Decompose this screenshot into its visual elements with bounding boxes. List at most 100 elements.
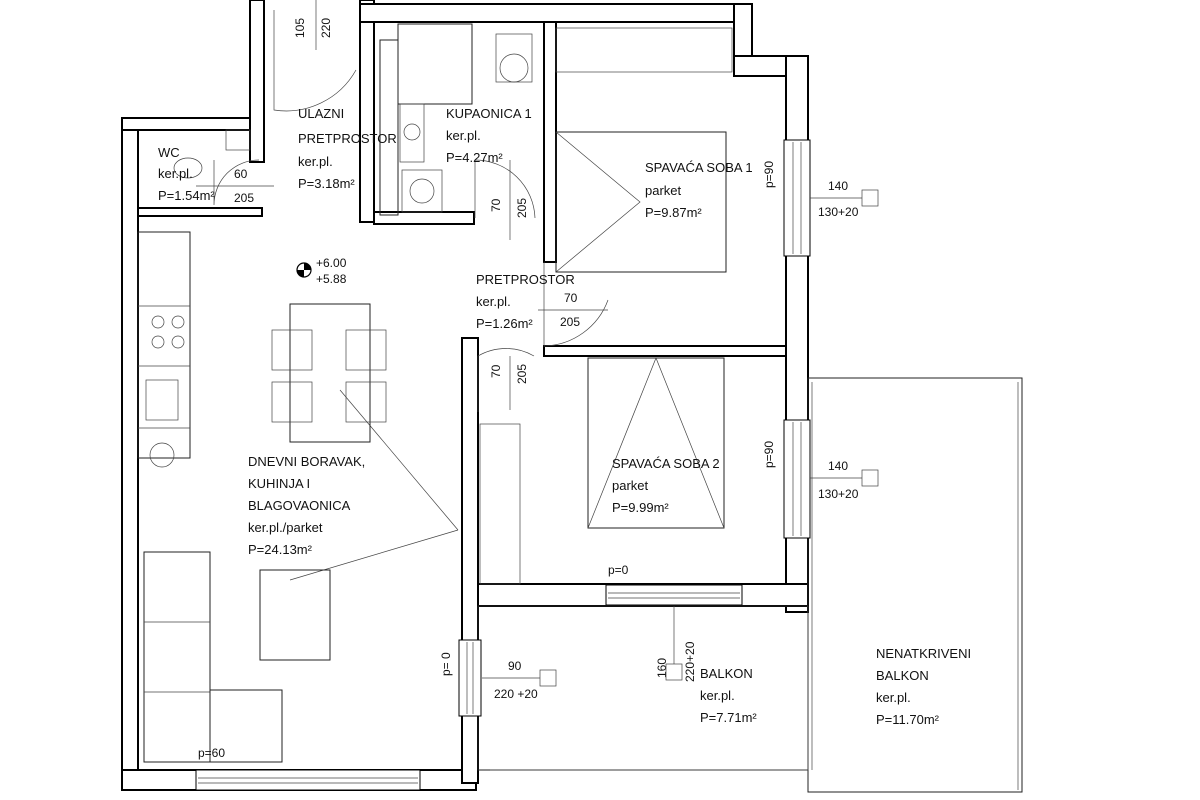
bed1-window [783,139,811,257]
wardrobe-bed2 [479,423,521,585]
balcony-outlines [477,377,1023,793]
chair-3 [271,381,313,423]
entry-door-height: 220 [319,18,333,38]
chair-4 [345,381,387,423]
stove-burner-3 [151,335,165,349]
open-balcony-label-2: BALKON [876,668,929,683]
bed2-window [783,419,811,539]
sink [145,379,179,421]
washing-machine [399,103,425,163]
hallway-label: PRETPROSTOR [476,272,575,287]
windows [195,139,811,791]
wall-bath-bottom [373,211,475,225]
balcony-door-width: 160 [655,658,669,678]
wall-bed1-bottom [543,345,787,357]
entrance-floor: ker.pl. [298,154,333,169]
entry-door-swing [273,10,357,112]
furniture [137,23,733,763]
entry-door-width: 105 [293,18,307,38]
living-door-diag [339,389,459,531]
wc-door-height: 205 [234,191,254,205]
kitchen-counter [137,231,191,459]
dryer [401,169,443,213]
living-label-3: BLAGOVAONICA [248,498,351,513]
wall-bath-bed1 [543,21,557,263]
balcony-label: BALKON [700,666,753,681]
wc-door-width: 60 [234,167,248,181]
bedroom1-floor: parket [645,183,682,198]
sofa-chaise [209,689,283,763]
balcony-area: P=7.71m² [700,710,757,725]
stove-burner-2 [171,315,185,329]
wardrobe-bed1 [555,27,733,73]
bedroom2-area: P=9.99m² [612,500,669,515]
bed2-door-width: 70 [489,364,503,378]
living-floor: ker.pl./parket [248,520,323,535]
open-balcony-floor: ker.pl. [876,690,911,705]
wall-entrance-left [249,0,265,163]
bed-1 [555,131,727,273]
bath-door-height: 205 [515,198,529,218]
entrance-area: P=3.18m² [298,176,355,191]
bathroom-label: KUPAONICA 1 [446,106,532,121]
bathroom-floor: ker.pl. [446,128,481,143]
bath-door-swing [474,159,536,219]
wc-sink [225,129,251,151]
open-balcony-label-1: NENATKRIVENI [876,646,971,661]
doors [213,10,609,581]
dimension-labels: 105 220 60 205 70 205 70 205 70 205 p=90… [196,0,879,760]
level-top: +6.00 [316,256,347,270]
wall-wc-top [121,117,263,131]
entrance-label-1: ULAZNI [298,106,344,121]
balcony-floor: ker.pl. [700,688,735,703]
living-window [195,769,421,791]
living-label-1: DNEVNI BORAVAK, [248,454,365,469]
open-balcony-outline [807,377,1023,793]
bedroom1-label: SPAVAĆA SOBA 1 [645,160,753,175]
bed1-door-width: 70 [564,291,578,305]
wall-top [359,3,753,23]
hallway-area: P=1.26m² [476,316,533,331]
living-window-sill: p=60 [198,746,225,760]
service-shaft [379,39,399,216]
wc-area: P=1.54m² [158,188,215,203]
room-labels: ULAZNI PRETPROSTOR ker.pl. P=3.18m² KUPA… [158,106,971,727]
walls [121,0,809,791]
living-label-2: KUHINJA I [248,476,310,491]
bed2-door-height: 205 [515,364,529,384]
chair-2 [345,329,387,371]
living-door-height: 220 +20 [494,687,538,701]
stove-burner-1 [151,315,165,329]
wall-entrance-right [359,0,375,223]
living-area: P=24.13m² [248,542,313,557]
wall-living-left [121,117,139,791]
sofa [143,551,211,763]
wc-toilet [173,157,203,179]
wall-wc-bottom [137,207,263,217]
bed1-window-height: 130+20 [818,205,859,219]
stove-burner-4 [171,335,185,349]
living-door-width: 90 [508,659,522,673]
dishwasher [149,442,175,468]
bed2-window-sill: p=90 [762,441,776,468]
bathtub [397,23,473,105]
bed2-door-swing [477,348,535,412]
bath-door-width: 70 [489,198,503,212]
bed2-balcony-door [605,584,743,606]
bedroom2-label: SPAVAĆA SOBA 2 [612,456,720,471]
wc-label: WC [158,145,180,160]
bed1-window-width: 140 [828,179,848,193]
bedroom2-floor: parket [612,478,649,493]
bed1-window-sill: p=90 [762,161,776,188]
bedroom1-area: P=9.87m² [645,205,702,220]
bathroom-area: P=4.27m² [446,150,503,165]
hallway-floor: ker.pl. [476,294,511,309]
dining-table [289,303,371,443]
wc-door-swing [213,159,260,206]
wc-floor: ker.pl. [158,166,193,181]
coffee-table [259,569,331,661]
chair-1 [271,329,313,371]
open-balcony-area: P=11.70m² [876,712,940,727]
level-marker: +6.00 +5.88 [296,256,347,286]
